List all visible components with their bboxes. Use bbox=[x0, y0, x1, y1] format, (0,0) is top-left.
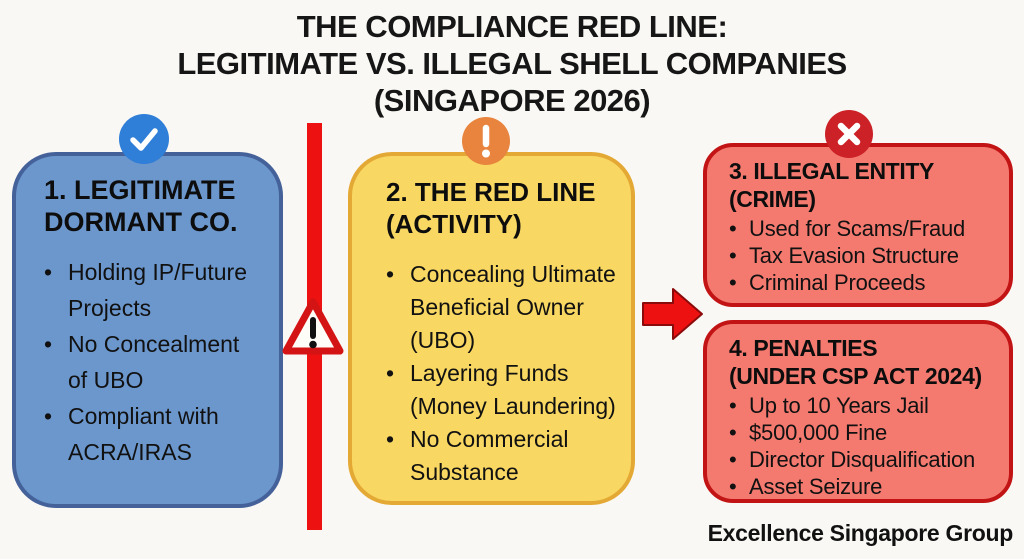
bullet-marker: • bbox=[729, 270, 737, 295]
panel-illegal-bullets: • Used for Scams/Fraud • Tax Evasion Str… bbox=[729, 215, 1001, 296]
bullet-text: Director Disqualification bbox=[749, 447, 976, 472]
bullet-item: • Used for Scams/Fraud bbox=[729, 215, 1001, 242]
check-icon bbox=[119, 114, 169, 164]
bullet-item: • Up to 10 Years Jail bbox=[729, 392, 1001, 419]
bullet-marker: • bbox=[729, 447, 737, 472]
bullet-item: • Tax Evasion Structure bbox=[729, 242, 1001, 269]
bullet-marker: • bbox=[386, 261, 395, 287]
bullet-marker: • bbox=[386, 360, 395, 386]
bullet-text: Holding IP/Future Projects bbox=[68, 259, 247, 321]
warning-triangle-icon bbox=[281, 296, 345, 363]
bullet-item: • Director Disqualification bbox=[729, 446, 1001, 473]
bullet-item: • Asset Seizure bbox=[729, 473, 1001, 500]
bullet-item: • Concealing Ultimate Beneficial Owner (… bbox=[386, 258, 621, 357]
panel-illegal-heading: 3. ILLEGAL ENTITY (CRIME) bbox=[729, 158, 934, 212]
bullet-item: • Layering Funds (Money Laundering) bbox=[386, 357, 621, 423]
bullet-item: • No Commercial Substance bbox=[386, 423, 621, 489]
bullet-text: Concealing Ultimate Beneficial Owner (UB… bbox=[410, 261, 616, 353]
panel-legitimate-dormant-co: 1. LEGITIMATE DORMANT CO. • Holding IP/F… bbox=[12, 152, 283, 508]
title-line-3: (SINGAPORE 2026) bbox=[373, 83, 651, 118]
page-title: THE COMPLIANCE RED LINE: LEGITIMATE VS. … bbox=[0, 8, 1024, 119]
title-line-2: LEGITIMATE VS. ILLEGAL SHELL COMPANIES bbox=[177, 46, 847, 81]
bullet-marker: • bbox=[386, 426, 395, 452]
bullet-text: No Concealment of UBO bbox=[68, 331, 240, 393]
panel-red-line-heading: 2. THE RED LINE (ACTIVITY) bbox=[386, 177, 596, 239]
flow-arrow-icon bbox=[641, 285, 705, 348]
bullet-text: Asset Seizure bbox=[749, 474, 883, 499]
bullet-marker: • bbox=[729, 420, 737, 445]
x-icon bbox=[825, 110, 873, 158]
exclamation-icon bbox=[462, 117, 510, 165]
bullet-text: Tax Evasion Structure bbox=[749, 243, 959, 268]
bullet-marker: • bbox=[729, 216, 737, 241]
footer-brand: Excellence Singapore Group bbox=[707, 520, 1014, 546]
bullet-text: Layering Funds (Money Laundering) bbox=[410, 360, 616, 419]
bullet-item: • Criminal Proceeds bbox=[729, 269, 1001, 296]
bullet-text: Used for Scams/Fraud bbox=[749, 216, 966, 241]
bullet-text: Up to 10 Years Jail bbox=[749, 393, 929, 418]
panel-penalties-bullets: • Up to 10 Years Jail • $500,000 Fine • … bbox=[729, 392, 1001, 500]
bullet-marker: • bbox=[729, 393, 737, 418]
bullet-text: $500,000 Fine bbox=[749, 420, 888, 445]
bullet-item: • No Concealment of UBO bbox=[44, 326, 265, 398]
panel-legitimate-heading: 1. LEGITIMATE DORMANT CO. bbox=[44, 175, 238, 237]
bullet-marker: • bbox=[729, 243, 737, 268]
bullet-text: Compliant with ACRA/IRAS bbox=[68, 403, 219, 465]
panel-legitimate-bullets: • Holding IP/Future Projects • No Concea… bbox=[44, 254, 265, 470]
bullet-marker: • bbox=[44, 403, 53, 429]
panel-penalties: 4. PENALTIES (UNDER CSP ACT 2024) • Up t… bbox=[703, 320, 1013, 503]
panel-red-line-activity: 2. THE RED LINE (ACTIVITY) • Concealing … bbox=[348, 152, 635, 505]
panel-illegal-entity: 3. ILLEGAL ENTITY (CRIME) • Used for Sca… bbox=[703, 143, 1013, 307]
bullet-text: No Commercial Substance bbox=[410, 426, 569, 485]
bullet-marker: • bbox=[44, 259, 53, 285]
bullet-marker: • bbox=[729, 474, 737, 499]
title-line-1: THE COMPLIANCE RED LINE: bbox=[296, 9, 728, 44]
bullet-item: • $500,000 Fine bbox=[729, 419, 1001, 446]
bullet-item: • Holding IP/Future Projects bbox=[44, 254, 265, 326]
bullet-marker: • bbox=[44, 331, 53, 357]
bullet-text: Criminal Proceeds bbox=[749, 270, 926, 295]
panel-red-line-bullets: • Concealing Ultimate Beneficial Owner (… bbox=[386, 258, 621, 489]
bullet-item: • Compliant with ACRA/IRAS bbox=[44, 398, 265, 470]
panel-penalties-heading: 4. PENALTIES (UNDER CSP ACT 2024) bbox=[729, 335, 982, 389]
